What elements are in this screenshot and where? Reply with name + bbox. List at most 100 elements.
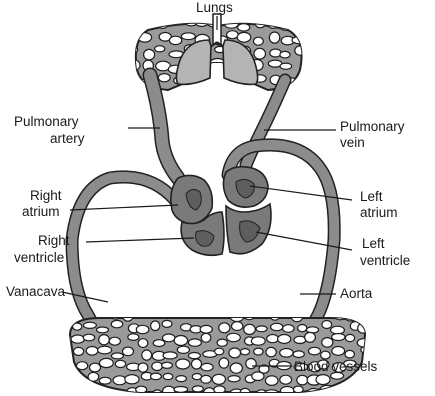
capillary-cell [230, 363, 242, 373]
capillary-cell [335, 388, 347, 394]
capillary-cell [309, 347, 321, 355]
capillary-cell [111, 390, 123, 396]
capillary-cell [74, 386, 87, 392]
capillary-cell [115, 360, 125, 367]
capillary-cell [201, 363, 213, 370]
capillary-cell [194, 15, 209, 26]
capillary-cell [190, 309, 201, 318]
pulmonary-vein-label-line2: vein [340, 135, 365, 150]
capillary-cell [125, 33, 137, 40]
capillary-cell [227, 333, 241, 341]
capillary-cell [244, 324, 256, 334]
capillary-cell [280, 375, 292, 384]
capillary-cell [254, 348, 263, 355]
capillary-cell [83, 334, 94, 341]
capillary-cell [99, 308, 111, 315]
capillary-cell [348, 378, 357, 384]
capillary-cell [255, 309, 265, 316]
left-atrium-label-line1: Left [360, 189, 383, 204]
right-ventricle-label-line1: Right [38, 233, 70, 248]
capillary-cell [144, 49, 155, 59]
capillary-cell [123, 312, 133, 322]
capillary-cell [203, 310, 213, 317]
capillary-cell [192, 386, 203, 392]
capillary-cell [126, 76, 137, 86]
capillary-cell [269, 32, 279, 43]
capillary-cell [296, 19, 310, 28]
capillary-cell [228, 376, 240, 382]
capillary-cell [230, 312, 244, 322]
capillary-cell [254, 37, 264, 45]
capillary-cell [227, 31, 239, 39]
capillary-cell [358, 323, 368, 333]
pulmonary-artery-label-line2: artery [50, 131, 85, 146]
capillary-cell [125, 375, 139, 384]
capillary-cell [138, 339, 148, 348]
capillary-cell [212, 374, 225, 384]
pulmonary-vein-label-line1: Pulmonary [340, 119, 405, 134]
capillary-cell [151, 373, 162, 380]
capillary-cell [177, 346, 189, 353]
right-ventricle-label-line2: ventricle [14, 250, 64, 265]
capillary-cell [162, 307, 176, 314]
capillary-cell [298, 325, 307, 332]
aorta-label: Aorta [340, 286, 373, 301]
capillary-cell [174, 387, 188, 393]
capillary-cell [229, 348, 241, 358]
pulmonary-artery-label-line1: Pulmonary [14, 114, 79, 129]
capillary-cell [163, 352, 177, 359]
capillary-cell [201, 333, 211, 342]
capillary-cell [243, 310, 255, 320]
capillary-cell [109, 337, 120, 345]
capillary-cell [192, 359, 202, 369]
capillary-cell [98, 389, 107, 396]
capillary-cell [86, 347, 98, 356]
right-atrium-label-line1: Right [30, 188, 62, 203]
capillary-cell [283, 325, 294, 333]
capillary-cell [77, 362, 88, 370]
capillary-cell [219, 323, 230, 333]
capillary-cell [83, 389, 95, 396]
capillary-cell [265, 376, 278, 386]
capillary-cell [162, 362, 173, 368]
capillary-cell [284, 309, 296, 317]
capillary-cell [111, 320, 122, 327]
capillary-cell [321, 351, 330, 359]
capillary-cell [162, 334, 175, 342]
capillary-cell [210, 77, 225, 84]
capillary-cell [201, 375, 212, 383]
capillary-cell [291, 312, 302, 322]
capillary-cell [158, 74, 170, 82]
capillary-cell [270, 49, 281, 57]
capillary-cell [297, 375, 308, 385]
left-ventricle-label-line2: ventricle [360, 253, 410, 268]
capillary-cell [111, 353, 123, 359]
capillary-cell [123, 347, 134, 356]
capillary-cell [113, 376, 126, 385]
capillary-cell [218, 307, 228, 316]
capillary-cell [192, 374, 201, 380]
capillary-cell [174, 336, 187, 346]
capillary-cell [143, 19, 153, 30]
lungs-label: Lungs [196, 0, 233, 15]
capillary-cell [200, 325, 212, 333]
capillary-cell [155, 46, 165, 52]
capillary-cell [58, 376, 72, 386]
capillary-cell [98, 346, 112, 354]
capillary-cell [322, 321, 332, 329]
heart-icon [171, 167, 271, 256]
capillary-cell [252, 372, 264, 381]
capillary-cell [99, 335, 110, 345]
capillary-cell [83, 322, 96, 328]
capillary-cell [138, 363, 148, 372]
capillary-cell [355, 390, 369, 396]
capillary-cell [188, 339, 201, 346]
capillary-cell [62, 390, 73, 396]
systemic-capillary-bed [58, 307, 372, 396]
capillary-cell [138, 308, 150, 315]
capillary-cell [240, 349, 249, 355]
capillary-cell [151, 321, 160, 331]
capillary-cell [97, 327, 109, 333]
